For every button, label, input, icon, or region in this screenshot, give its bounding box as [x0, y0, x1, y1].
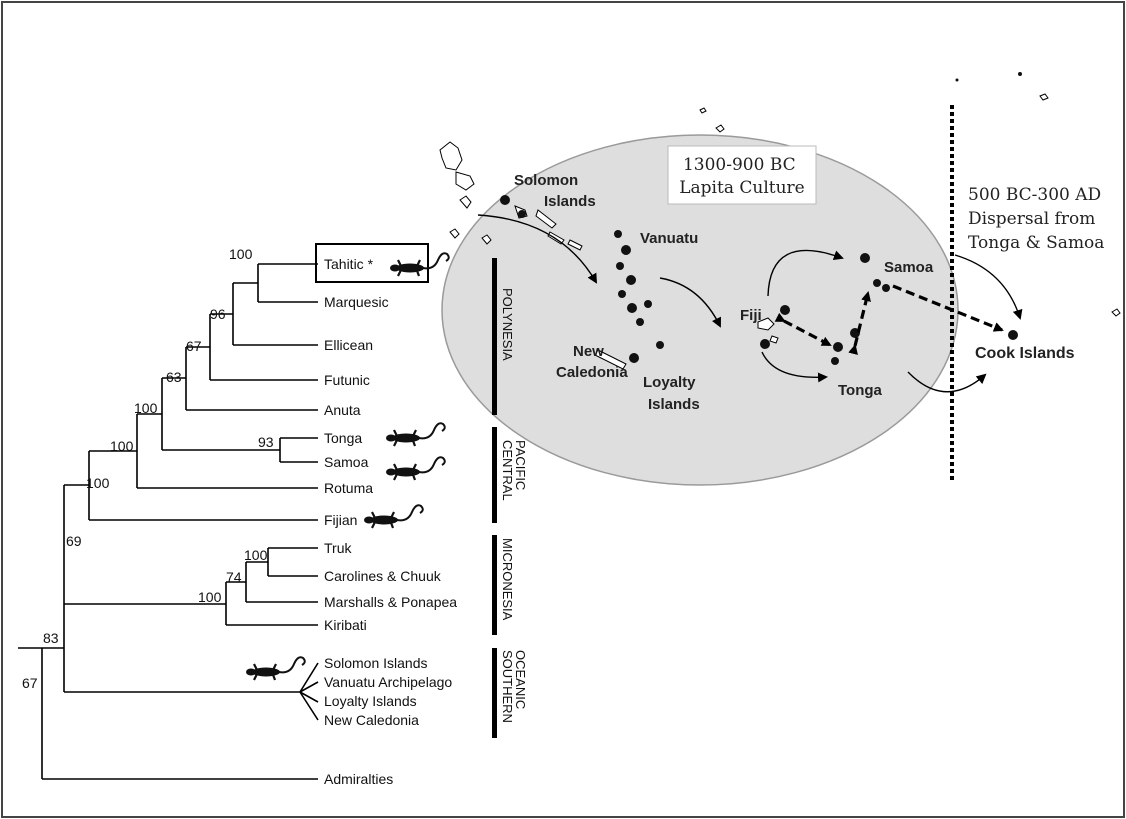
leaf-rotuma: Rotuma: [324, 480, 373, 496]
arrow-fiji-samoa: [767, 249, 844, 297]
leaf-marquesic: Marquesic: [324, 294, 389, 310]
gecko-icon: [244, 656, 306, 682]
support-tahitic-marquesic: 100: [229, 246, 253, 262]
dashed-arrow-tonga-samoa: [848, 291, 871, 355]
lapita-region-ellipse: [441, 134, 959, 486]
support-marshalls: 74: [226, 569, 242, 585]
micronesia-bar: [492, 535, 497, 635]
polynesia-bar: [492, 258, 497, 415]
leaf-solomon: Solomon Islands: [324, 655, 428, 671]
map-label-cook-islands: Cook Islands: [975, 345, 1075, 362]
support-root: 67: [22, 675, 38, 691]
leaf-fijian: Fijian: [324, 512, 357, 528]
lapita-note-box: [667, 145, 817, 205]
support-ellicean: 96: [210, 306, 226, 322]
support-carolines: 100: [244, 547, 268, 563]
support-oceanic: 69: [66, 533, 82, 549]
dashed-arrow-samoa-cook: [892, 284, 1004, 332]
gecko-icon: [384, 422, 446, 448]
arrow-tonga-cook: [907, 371, 987, 393]
support-futunic: 67: [186, 338, 202, 354]
group-label-central-pacific: CENTRAL PACIFIC: [500, 440, 528, 504]
support-values: 100 96 67 63 100 93 100 100 100 74 100 6…: [22, 246, 274, 691]
migration-arrows: [477, 214, 1023, 393]
leaf-loyalty: Loyalty Islands: [324, 693, 417, 709]
lapita-note: 1300-900 BC Lapita Culture: [679, 155, 804, 198]
southern-oceanic-bar: [492, 648, 497, 738]
support-anuta: 63: [166, 369, 182, 385]
leaf-anuta: Anuta: [324, 402, 361, 418]
arrow-samoa-cook: [954, 254, 1023, 320]
island-dots: [500, 72, 1022, 365]
map-label-fiji: Fiji: [740, 307, 762, 324]
group-label-southern-oceanic: SOUTHERN OCEANIC: [500, 650, 528, 727]
leaf-ellicean: Ellicean: [324, 337, 373, 353]
map-label-loyalty: Loyalty Islands: [643, 374, 700, 413]
support-southern: 83: [43, 630, 59, 646]
leaf-tahitic: Tahitic *: [324, 256, 374, 272]
group-label-micronesia: MICRONESIA: [500, 538, 515, 621]
dashed-arrow-fiji-tonga: [774, 312, 832, 347]
leaf-carolines: Carolines & Chuuk: [324, 568, 442, 584]
arrow-fiji-tonga: [761, 351, 828, 383]
leaf-futunic: Futunic: [324, 372, 370, 388]
leaf-admiralties: Admiralties: [324, 771, 393, 787]
arrow-vanuatu-fiji: [659, 277, 721, 328]
map-label-new-caledonia: New Caledonia: [556, 343, 628, 381]
leaf-tonga: Tonga: [324, 430, 362, 446]
gecko-icon: [388, 252, 450, 278]
dispersal-note: 500 BC-300 AD Dispersal from Tonga & Sam…: [968, 185, 1107, 253]
leaf-new-caledonia: New Caledonia: [324, 712, 419, 728]
support-rotuma: 100: [110, 438, 134, 454]
leaf-truk: Truk: [324, 540, 352, 556]
central-pacific-bar: [492, 427, 497, 523]
arrow-solomon-vanuatu: [477, 214, 598, 284]
map-panel: 1300-900 BC Lapita Culture 500 BC-300 AD…: [439, 72, 1121, 486]
map-label-vanuatu: Vanuatu: [640, 230, 698, 247]
map-label-tonga: Tonga: [838, 382, 883, 399]
map-label-samoa: Samoa: [884, 259, 934, 276]
tree-branches: [18, 263, 319, 780]
support-tonga-samoa: 93: [258, 434, 274, 450]
phylogenetic-tree: 100 96 67 63 100 93 100 100 100 74 100 6…: [18, 243, 528, 787]
leaf-marshalls: Marshalls & Ponapea: [324, 594, 457, 610]
support-micronesia-core: 100: [198, 589, 222, 605]
gecko-icon: [384, 456, 446, 482]
leaf-kiribati: Kiribati: [324, 617, 367, 633]
map-label-solomon: Solomon Islands: [514, 172, 596, 210]
group-bars: [492, 258, 497, 738]
leaf-labels: Tahitic * Marquesic Ellicean Futunic Anu…: [315, 243, 457, 787]
leaf-vanuatu: Vanuatu Archipelago: [324, 674, 452, 690]
support-fijian: 100: [86, 475, 110, 491]
gecko-icon: [362, 504, 424, 530]
group-label-polynesia: POLYNESIA: [500, 288, 515, 361]
tahitic-highlight-box: [315, 243, 429, 283]
support-polynesia: 100: [134, 400, 158, 416]
group-labels: POLYNESIA CENTRAL PACIFIC MICRONESIA SOU…: [500, 288, 528, 727]
leaf-samoa: Samoa: [324, 454, 369, 470]
